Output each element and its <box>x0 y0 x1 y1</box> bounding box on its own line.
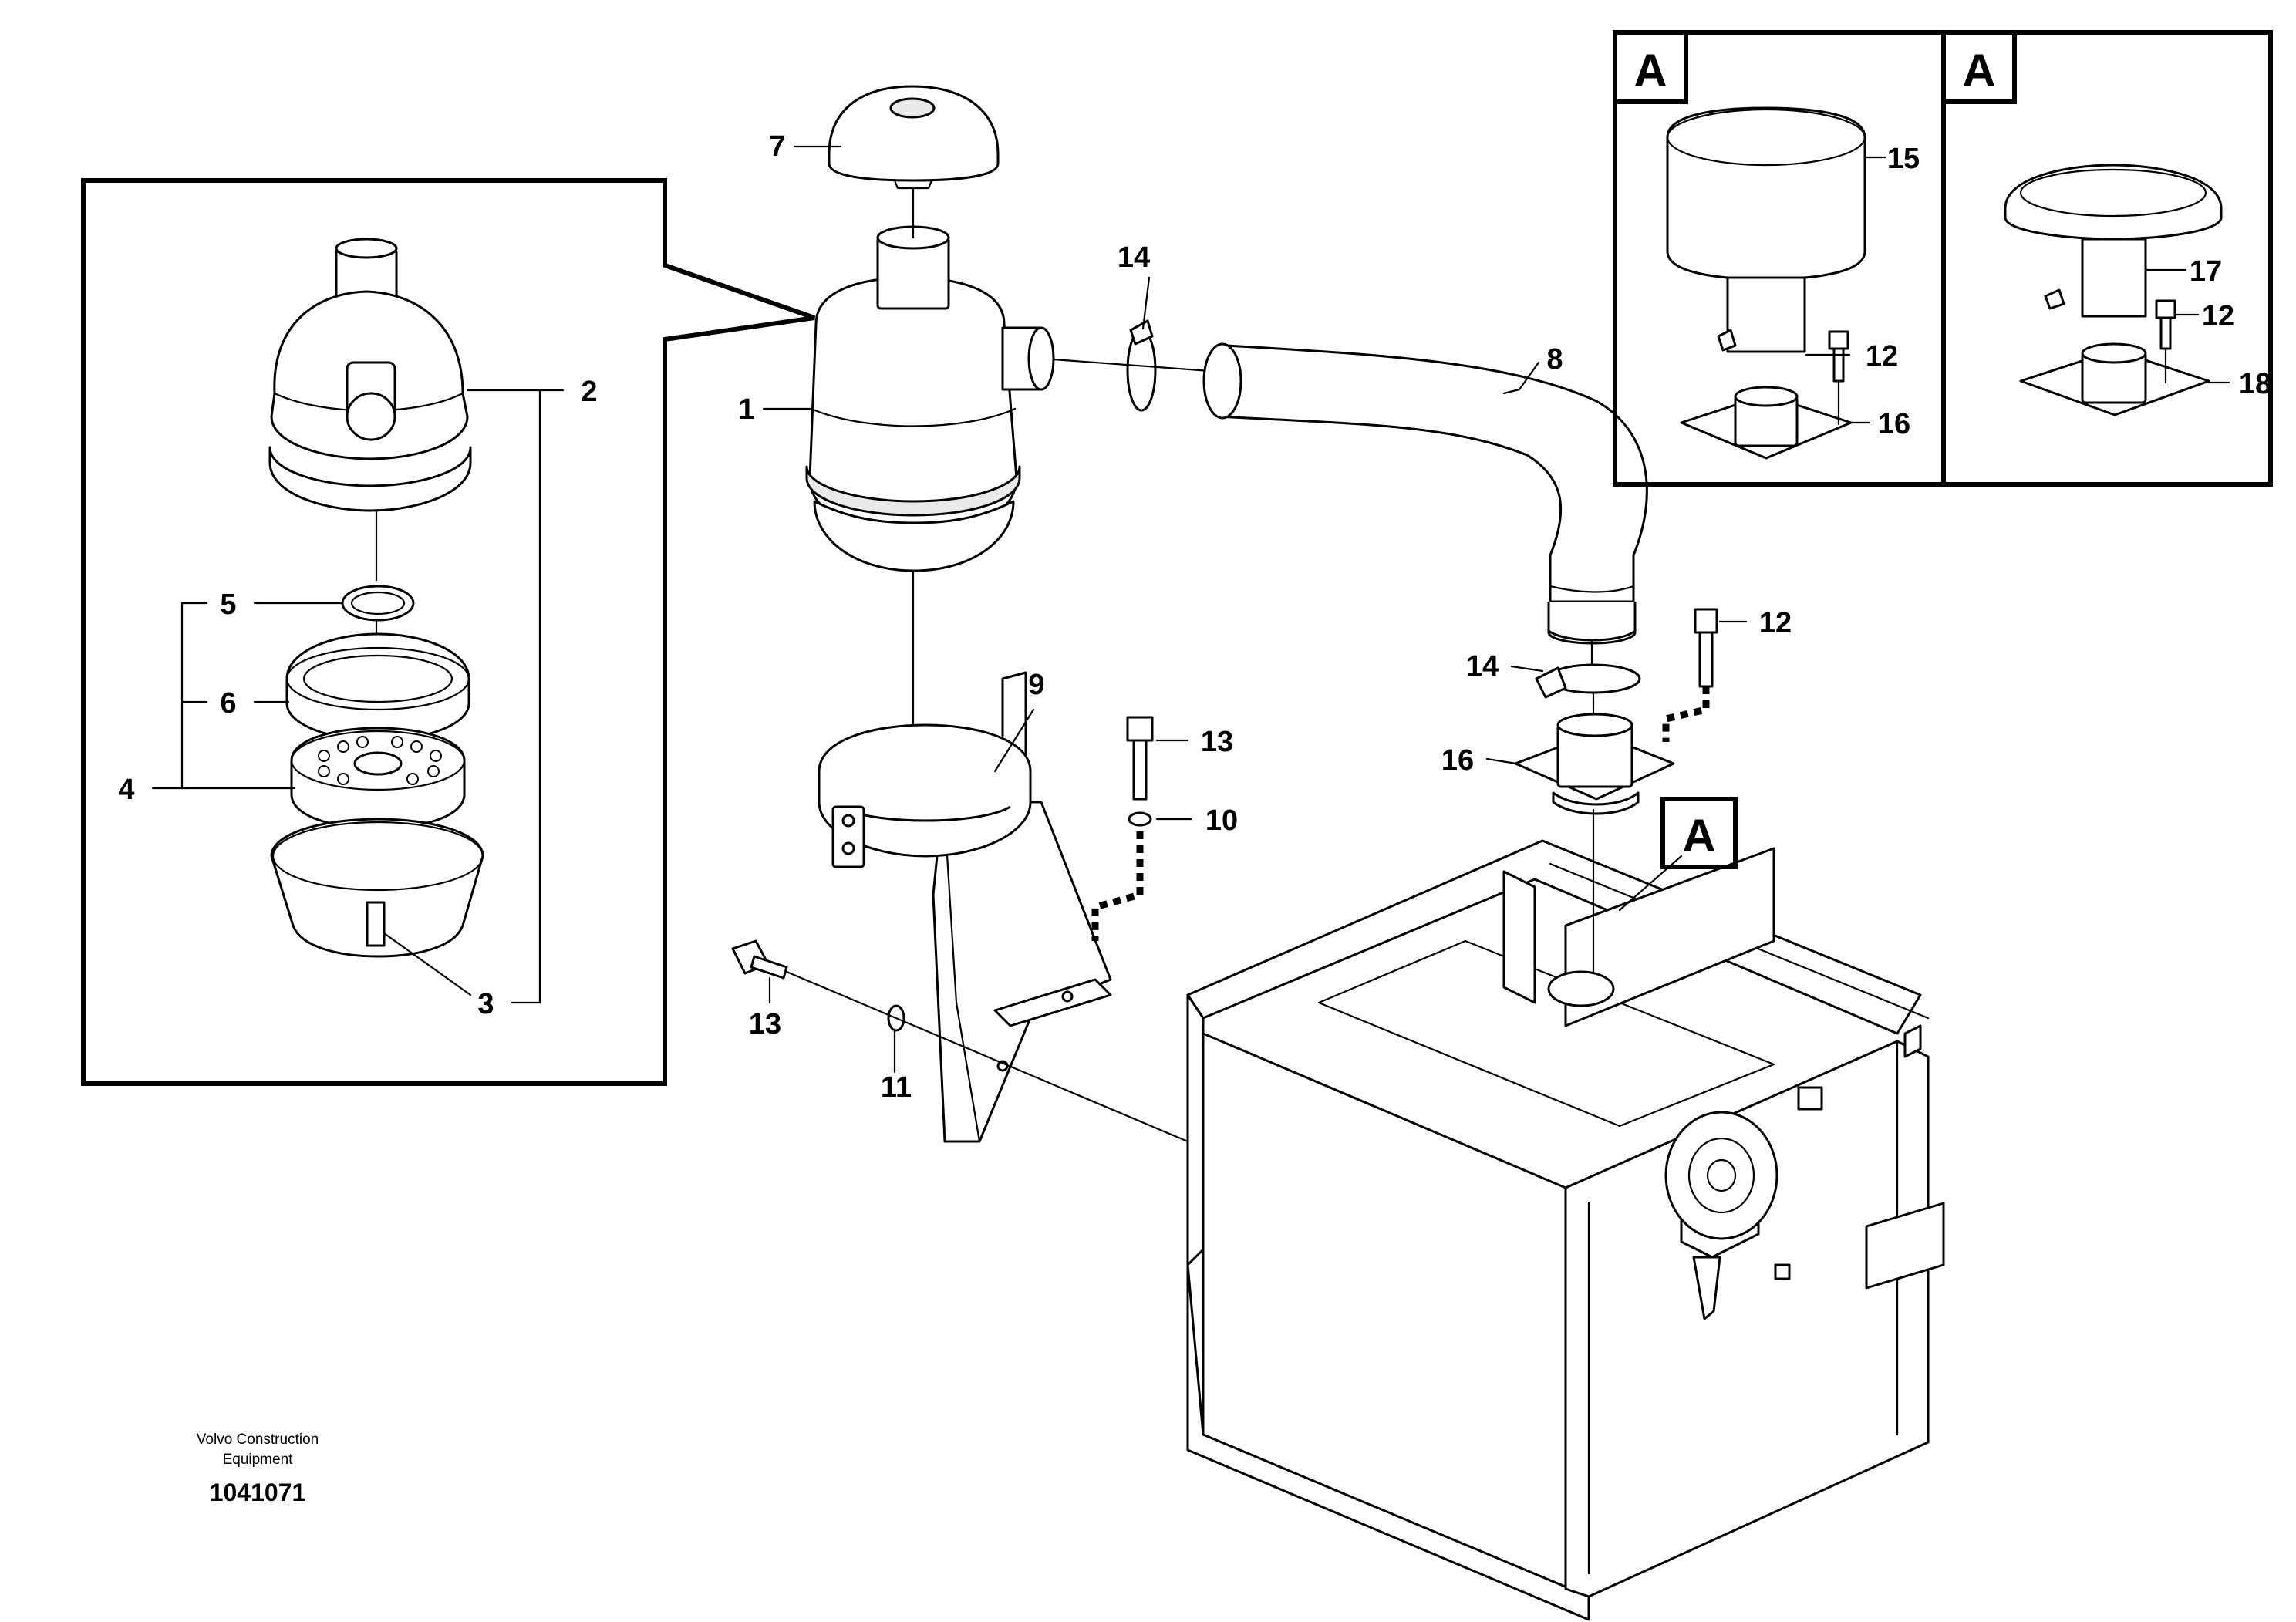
detail-dust-cup <box>270 818 484 958</box>
callout-16-main: 16 <box>1441 744 1474 777</box>
detail-seal-ring <box>341 585 415 622</box>
detail-precleaner-housing <box>268 238 472 512</box>
hose-clamp-upper <box>1126 319 1157 412</box>
callout-4: 4 <box>118 774 134 806</box>
detail-leaders <box>151 389 565 1004</box>
view-markers: A A A <box>1633 45 1996 869</box>
callout-18: 18 <box>2239 368 2271 400</box>
callout-13-upper: 13 <box>1201 726 1233 758</box>
hose-clamp-lower <box>1535 663 1641 699</box>
callout-14-lower: 14 <box>1466 650 1499 683</box>
callout-10: 10 <box>1205 804 1238 837</box>
callout-7: 7 <box>769 130 785 163</box>
air-cleaner-assembly <box>805 225 1055 572</box>
callout-8: 8 <box>1546 343 1563 376</box>
detail-cyclone-ring <box>285 632 470 742</box>
callout-1: 1 <box>738 393 754 426</box>
callout-14-upper: 14 <box>1118 241 1150 274</box>
detail-box <box>81 178 815 1086</box>
company-name-line2: Equipment <box>223 1452 294 1468</box>
callout-17: 17 <box>2190 255 2222 288</box>
callout-15: 15 <box>1887 143 1920 175</box>
company-name-line1: Volvo Construction <box>197 1431 319 1448</box>
flange-adapter <box>1514 713 1675 815</box>
intake-hose <box>1202 342 1648 645</box>
view-a-panel <box>1613 30 2273 487</box>
machine-frame <box>1186 839 1945 1621</box>
callout-12-view-a-right: 12 <box>2202 300 2234 332</box>
detail-perforated-disc <box>290 727 466 830</box>
view-a-marker-right: A <box>1962 45 1995 96</box>
leader-lines <box>762 145 2230 1074</box>
callout-9: 9 <box>1028 669 1044 701</box>
callout-3: 3 <box>477 988 494 1020</box>
variant-precleaner-15 <box>1666 106 1866 460</box>
callout-12-view-a: 12 <box>1866 340 1898 373</box>
document-number: 1041071 <box>210 1479 306 1506</box>
band-clamp <box>818 723 1032 868</box>
rain-cap <box>828 85 1000 190</box>
callout-5: 5 <box>220 588 236 621</box>
callout-labels: 1 2 3 4 5 6 7 8 9 10 11 12 13 13 14 14 1… <box>118 130 2271 1104</box>
callout-16-view-a: 16 <box>1878 408 1910 440</box>
view-a-marker-left: A <box>1633 45 1667 96</box>
callout-6: 6 <box>220 687 236 720</box>
caption-block: Volvo Construction Equipment 1041071 <box>197 1431 319 1506</box>
bolt-13-upper <box>1126 716 1154 827</box>
bolt-12-main <box>1694 608 1718 688</box>
callout-13-lower: 13 <box>749 1008 781 1040</box>
variant-precleaner-17 <box>2004 164 2223 416</box>
callout-12-main: 12 <box>1759 607 1792 639</box>
callout-2: 2 <box>581 376 597 408</box>
callout-11: 11 <box>881 1071 912 1104</box>
view-a-marker-frame: A <box>1682 810 1715 862</box>
